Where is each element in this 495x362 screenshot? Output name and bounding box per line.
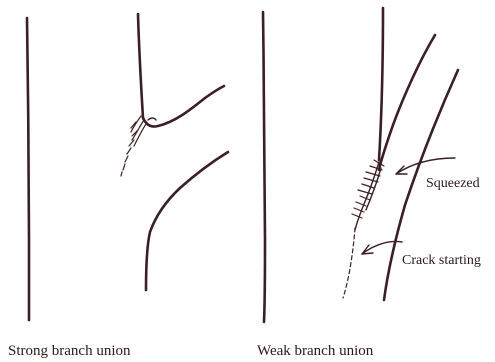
- annotation-squeezed: Squeezed: [426, 176, 480, 191]
- weak-trunk-outer-edge: [263, 12, 265, 322]
- strong-branch-lower-edge: [146, 152, 228, 290]
- annotation-crack-starting: Crack starting: [402, 253, 481, 268]
- caption-weak-branch-union: Weak branch union: [257, 343, 374, 359]
- strong-trunk-outer-edge: [27, 18, 29, 320]
- strong-trunk-inner-edge: [138, 14, 143, 118]
- weak-stem-left-edge: [379, 8, 383, 160]
- strong-branch-union-illustration: [27, 14, 228, 320]
- weak-branch-upper-edge: [379, 35, 435, 170]
- weak-branch-union-illustration: [263, 8, 458, 322]
- squeezed-arrow: [396, 158, 455, 174]
- caption-strong-branch-union: Strong branch union: [8, 343, 131, 359]
- weak-crack: [343, 228, 355, 298]
- strong-branch-upper-edge: [143, 86, 224, 127]
